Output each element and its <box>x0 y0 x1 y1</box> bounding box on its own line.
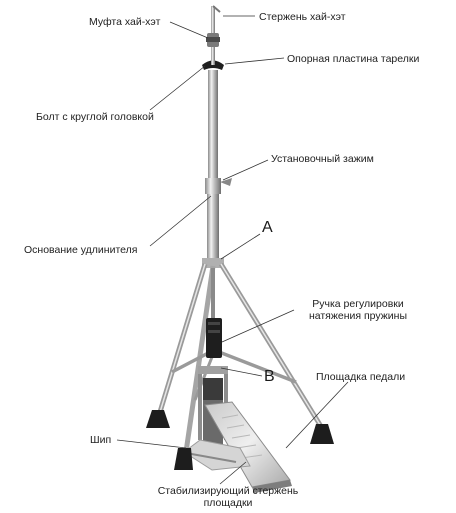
label-base-extension: Основание удлинителя <box>24 244 137 256</box>
leader-cup <box>225 58 284 64</box>
label-stabilizer-line2: площадки <box>148 497 308 509</box>
marker-b: B <box>264 368 275 386</box>
leader-clutch <box>170 22 208 38</box>
hihat-rod-tip <box>211 6 215 34</box>
label-spring-knob-line1: Ручка регулировки <box>296 298 420 310</box>
label-spike: Шип <box>90 434 111 446</box>
leader-base-extension <box>150 196 211 246</box>
label-stabilizer: Стабилизирующий стержень площадки <box>148 485 308 509</box>
leader-clamp <box>223 160 268 180</box>
clamp-part <box>220 178 232 186</box>
leader-marker-a <box>221 234 260 259</box>
leader-spike <box>117 440 186 448</box>
label-spring-knob-line2: натяжения пружины <box>296 310 420 322</box>
marker-a: A <box>262 219 273 237</box>
foot-left <box>146 410 170 428</box>
lower-tube <box>207 194 219 262</box>
foot-right <box>310 424 334 444</box>
upper-tube <box>208 70 218 180</box>
label-hihat-clutch: Муфта хай-хэт <box>89 16 160 28</box>
label-bolt: Болт с круглой головкой <box>36 111 154 123</box>
label-cymbal-cup: Опорная пластина тарелки <box>287 53 419 65</box>
label-clamp: Установочный зажим <box>271 153 374 165</box>
leader-bolt <box>150 66 205 110</box>
leader-spring-knob <box>222 310 294 342</box>
label-stabilizer-line1: Стабилизирующий стержень <box>148 485 308 497</box>
label-spring-knob: Ручка регулировки натяжения пружины <box>296 298 420 322</box>
label-hihat-rod: Стержень хай-хэт <box>259 11 346 23</box>
foot-center <box>174 448 193 470</box>
label-pedal-board: Площадка педали <box>316 371 405 383</box>
